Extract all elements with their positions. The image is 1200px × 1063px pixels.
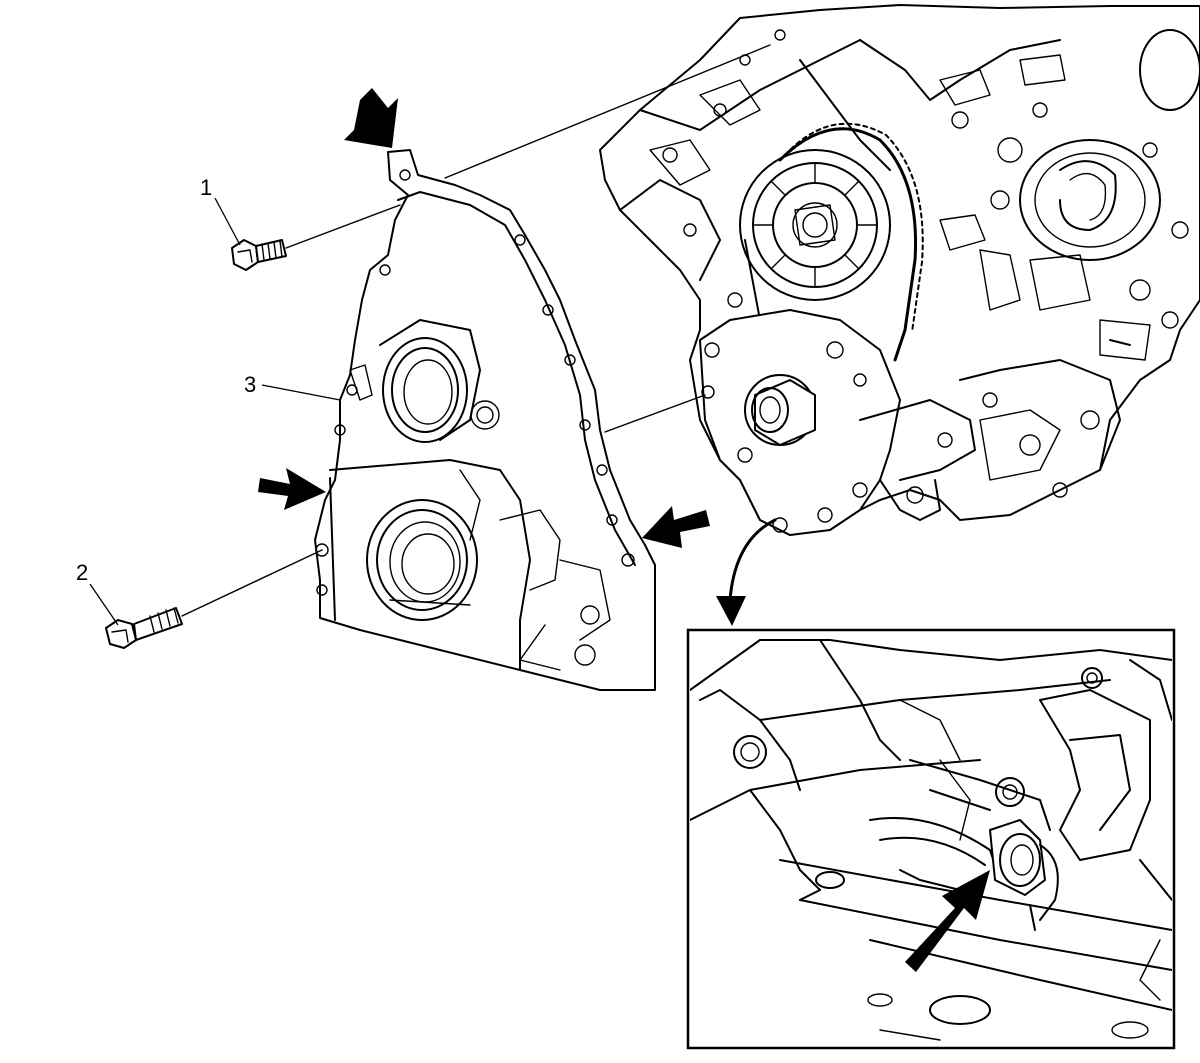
- callout-leaders: [89, 197, 341, 626]
- bolt-1: [231, 204, 401, 271]
- timing-cover: [314, 149, 656, 691]
- arrow-top: [344, 88, 398, 148]
- engine-block: [599, 4, 1200, 536]
- detail-inset: [686, 628, 1176, 1050]
- callout-1: 1: [200, 175, 212, 200]
- arrow-left: [258, 468, 326, 510]
- arrow-right: [642, 506, 710, 548]
- alignment-lines: [444, 44, 771, 433]
- callout-3: 3: [244, 372, 256, 397]
- bolt-2: [105, 549, 323, 649]
- detail-curved-arrow: [716, 518, 777, 626]
- callout-2: 2: [76, 560, 88, 585]
- oil-pump: [699, 292, 976, 536]
- cam-sprocket: [739, 149, 891, 301]
